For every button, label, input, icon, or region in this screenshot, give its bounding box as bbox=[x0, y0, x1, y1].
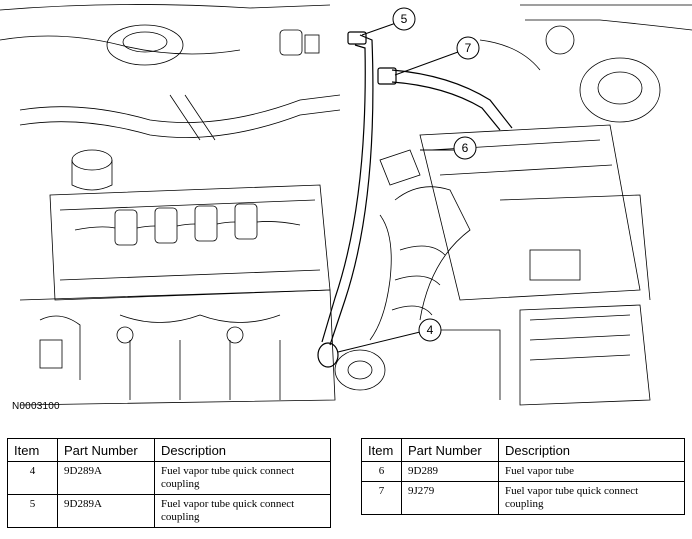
row-description: Fuel vapor tube quick connect coupling bbox=[154, 494, 331, 528]
row-item: 6 bbox=[361, 461, 402, 482]
parts-table-right: Item Part Number Description 6 9D289 Fue… bbox=[361, 438, 685, 515]
engine-bay-illustration: 5 7 6 4 bbox=[0, 4, 692, 406]
header-description: Description bbox=[498, 438, 685, 462]
row-description: Fuel vapor tube quick connect coupling bbox=[498, 481, 685, 515]
table-row: 5 9D289A Fuel vapor tube quick connect c… bbox=[7, 494, 331, 528]
callout-6-label: 6 bbox=[462, 141, 469, 155]
callout-4-label: 4 bbox=[427, 323, 434, 337]
callout-5-label: 5 bbox=[401, 12, 408, 26]
fuel-vapor-tube bbox=[317, 31, 374, 368]
parts-table-left: Item Part Number Description 4 9D289A Fu… bbox=[7, 438, 331, 528]
header-item: Item bbox=[361, 438, 402, 462]
header-description: Description bbox=[154, 438, 331, 462]
table-row: 7 9J279 Fuel vapor tube quick connect co… bbox=[361, 481, 685, 515]
row-part-number: 9D289A bbox=[57, 461, 155, 495]
figure-id: N0003100 bbox=[12, 401, 60, 412]
header-part-number: Part Number bbox=[57, 438, 155, 462]
table-header-row: Item Part Number Description bbox=[361, 438, 685, 462]
row-item: 7 bbox=[361, 481, 402, 515]
table-header-row: Item Part Number Description bbox=[7, 438, 331, 462]
row-item: 4 bbox=[7, 461, 58, 495]
table-row: 4 9D289A Fuel vapor tube quick connect c… bbox=[7, 461, 331, 495]
row-item: 5 bbox=[7, 494, 58, 528]
row-part-number: 9D289 bbox=[401, 461, 499, 482]
engine-components bbox=[0, 4, 692, 406]
row-part-number: 9D289A bbox=[57, 494, 155, 528]
header-part-number: Part Number bbox=[401, 438, 499, 462]
fuel-vapor-tube-6 bbox=[377, 67, 513, 131]
row-part-number: 9J279 bbox=[401, 481, 499, 515]
callout-7-label: 7 bbox=[465, 41, 472, 55]
header-item: Item bbox=[7, 438, 58, 462]
row-description: Fuel vapor tube quick connect coupling bbox=[154, 461, 331, 495]
callout-6: 6 bbox=[420, 136, 477, 160]
callout-7: 7 bbox=[394, 36, 480, 76]
callout-4: 4 bbox=[337, 318, 442, 353]
table-row: 6 9D289 Fuel vapor tube bbox=[361, 461, 685, 482]
callout-5: 5 bbox=[361, 7, 416, 36]
row-description: Fuel vapor tube bbox=[498, 461, 685, 482]
